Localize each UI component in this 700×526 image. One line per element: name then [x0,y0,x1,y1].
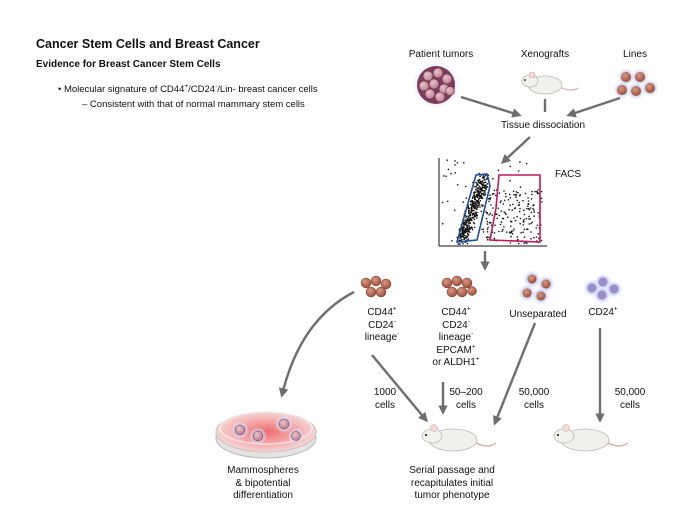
cd24-mouse-icon [553,424,629,452]
bullet-main: • Molecular signature of CD44+/CD24-/Lin… [58,82,318,95]
population-4-cells [583,273,623,304]
patient-tumor-cluster [412,61,460,109]
arrow-dissociation-to-facs [500,136,531,164]
population-3-cells [518,270,555,305]
label-patient-tumors: Patient tumors [408,49,474,60]
label-xenografts: Xenografts [520,49,570,60]
arrow-tumors-to-dissociation [460,95,522,118]
label-population-4: CD24+ [588,305,618,318]
petri-dish-icon [215,411,317,459]
label-population-1: CD44+CD24-lineage- [364,305,400,343]
label-population-3: Unseparated [509,309,567,320]
population-1-cells [360,275,392,298]
facs-plot [438,158,547,247]
cell-lines-cluster [613,68,659,100]
label-lines: Lines [623,49,647,60]
arrow-p3-to-mouse [493,322,537,426]
xenograft-mouse-icon [521,71,579,95]
page-title: Cancer Stem Cells and Breast Cancer [36,37,260,51]
arrow-lines-to-dissociation [566,96,621,118]
facs-gate-blue [455,173,491,243]
bullet-sub: – Consistent with that of normal mammary… [82,99,305,110]
label-facs: FACS [554,169,582,180]
facs-gate-magenta [489,174,541,243]
arrow-to-mammospheres [278,290,355,398]
page-subtitle: Evidence for Breast Cancer Stem Cells [36,59,221,70]
serial-passage-mouse-icon [421,424,497,452]
label-population-2: CD44+CD24-lineage-EPCAM+or ALDH1+ [432,305,480,368]
population-2-cells [441,275,477,298]
arrow-p1-to-mouse [371,354,428,423]
label-tissue-dissociation: Tissue dissociation [500,120,586,131]
